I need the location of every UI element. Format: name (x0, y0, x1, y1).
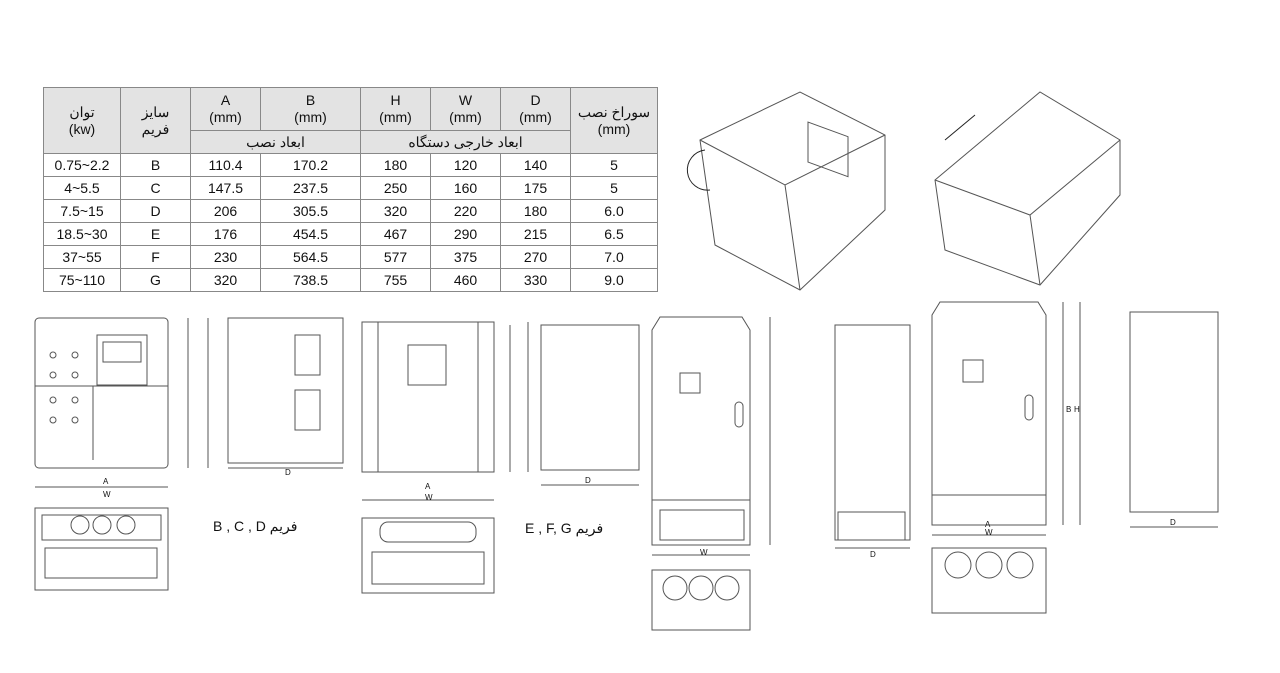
h-header: H(mm) (360, 87, 431, 131)
cell-hole: 5 (570, 153, 658, 177)
dim-label-d: D (285, 468, 291, 477)
cell-frame: F (120, 245, 191, 269)
front-view-large-fg (931, 301, 1081, 536)
cell-hole: 9.0 (570, 268, 658, 292)
cell-h: 250 (360, 176, 431, 200)
cell-a: 110.4 (190, 153, 261, 177)
cell-frame: G (120, 268, 191, 292)
cell-w: 160 (430, 176, 501, 200)
w-header: W(mm) (430, 87, 501, 131)
cell-b: 738.5 (260, 268, 361, 292)
dim-label-w4: W (985, 528, 993, 537)
power-header: توان(kw) (43, 87, 121, 154)
front-view-large-e (651, 316, 771, 556)
side-view-small (227, 317, 344, 469)
cell-hole: 6.5 (570, 222, 658, 246)
cell-power: 4~5.5 (43, 176, 121, 200)
cell-w: 460 (430, 268, 501, 292)
cell-hole: 6.0 (570, 199, 658, 223)
cell-w: 375 (430, 245, 501, 269)
dim-label-a2: A (425, 482, 431, 491)
cell-d: 140 (500, 153, 571, 177)
front-view-medium (361, 321, 529, 501)
b-header: B(mm) (260, 87, 361, 131)
cell-power: 18.5~30 (43, 222, 121, 246)
cell-d: 270 (500, 245, 571, 269)
dim-label-a: A (103, 477, 109, 486)
dim-label-d2: D (585, 476, 591, 485)
side-view-large-e (834, 324, 911, 549)
cell-d: 215 (500, 222, 571, 246)
drive-3d-view-open (934, 91, 1121, 286)
cell-h: 180 (360, 153, 431, 177)
cell-h: 577 (360, 245, 431, 269)
bottom-view-large-fg (931, 547, 1047, 614)
cell-w: 120 (430, 153, 501, 177)
caption-large-frames: E , F, G فریم (525, 520, 604, 536)
front-view-small (34, 317, 209, 488)
cell-power: 75~110 (43, 268, 121, 292)
dim-label-a3: A (985, 520, 991, 529)
drive-3d-view-closed (686, 91, 886, 291)
cell-h: 320 (360, 199, 431, 223)
side-view-large-fg (1129, 311, 1219, 528)
cell-frame: E (120, 222, 191, 246)
mount-dims-header: ابعاد نصب (190, 130, 361, 154)
dim-label-w: W (103, 490, 111, 499)
dim-label-w3: W (700, 548, 708, 557)
cell-a: 320 (190, 268, 261, 292)
dim-label-w2: W (425, 493, 433, 502)
caption-small-frames: B , C , D فریم (213, 518, 298, 534)
side-view-medium (540, 324, 640, 486)
cell-hole: 7.0 (570, 245, 658, 269)
bottom-view-medium (361, 517, 495, 594)
dim-label-h: H (1074, 405, 1080, 414)
cell-a: 147.5 (190, 176, 261, 200)
d-header: D(mm) (500, 87, 571, 131)
hole-header: سوراخ نصب(mm) (570, 87, 658, 154)
cell-h: 755 (360, 268, 431, 292)
dim-label-b: B (1066, 405, 1072, 414)
cell-frame: D (120, 199, 191, 223)
cell-b: 170.2 (260, 153, 361, 177)
bottom-view-large-e (651, 569, 751, 631)
dim-label-d3: D (870, 550, 876, 559)
bottom-view-small (34, 507, 169, 591)
outer-dims-header: ابعاد خارجی دستگاه (360, 130, 571, 154)
dim-label-d4: D (1170, 518, 1176, 527)
a-header: A(mm) (190, 87, 261, 131)
cell-b: 454.5 (260, 222, 361, 246)
cell-b: 305.5 (260, 199, 361, 223)
